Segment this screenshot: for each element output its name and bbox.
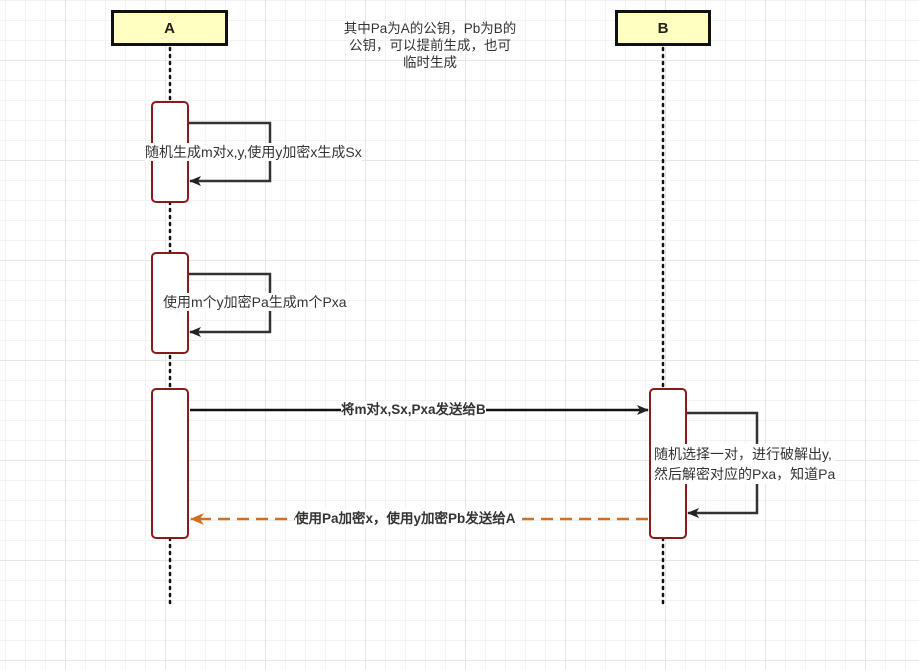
self-message-label-3-line-1: 随机选择一对，进行破解出y, [654, 446, 832, 462]
note-line-1: 其中Pa为A的公钥，Pb为B的 [343, 21, 517, 36]
participant-b-label: B [657, 19, 669, 37]
self-message-label-2: 使用m个y加密Pa生成m个Pxa [163, 293, 347, 311]
participant-a-label: A [164, 19, 175, 37]
activation-a-3[interactable] [151, 388, 189, 539]
diagram-note[interactable]: 其中Pa为A的公钥，Pb为B的 公钥，可以提前生成，也可 临时生成 [315, 20, 545, 71]
note-line-2: 公钥，可以提前生成，也可 [349, 38, 511, 53]
self-message-label-3: 随机选择一对，进行破解出y, 然后解密对应的Pxa，知道Pa [654, 444, 836, 484]
note-line-3: 临时生成 [403, 55, 457, 70]
participant-b[interactable]: B [615, 10, 711, 46]
self-message-label-3-line-2: 然后解密对应的Pxa，知道Pa [654, 466, 836, 482]
self-message-label-1: 随机生成m对x,y,使用y加密x生成Sx [145, 143, 362, 161]
sync-message-label: 将m对x,Sx,Pxa发送给B [341, 401, 486, 419]
participant-a[interactable]: A [111, 10, 228, 46]
return-message-label: 使用Pa加密x，使用y加密Pb发送给A [295, 510, 516, 528]
